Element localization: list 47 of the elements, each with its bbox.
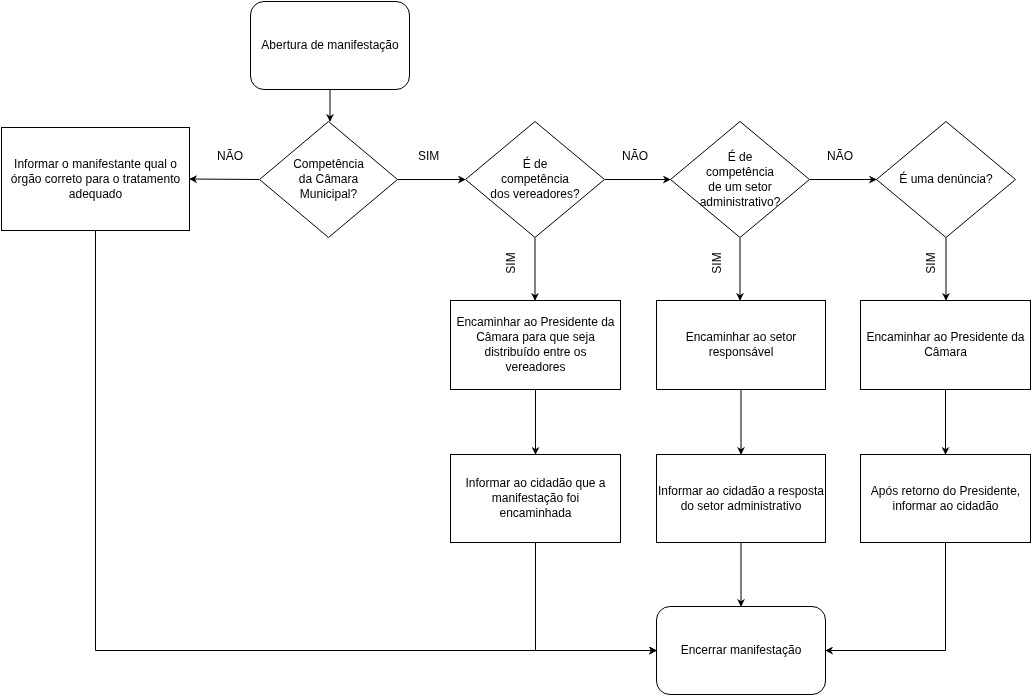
node-text: Informar ao cidadão que a manifestação foi encaminhada: [464, 476, 607, 521]
node-text: É de competência dos vereadores?: [490, 157, 580, 202]
arrow: [736, 237, 744, 301]
arrow: [737, 542, 745, 607]
terminal-box: [250, 1, 410, 90]
edge-label: SIM: [709, 252, 724, 274]
decision-diamond: [465, 121, 605, 238]
arrow: [737, 389, 745, 455]
arrow: [531, 237, 539, 301]
arrow: [604, 175, 671, 184]
arrow: [326, 89, 334, 122]
process-box: [656, 454, 826, 543]
node-text: Após retorno do Presidente, informar ao cidadão: [869, 483, 1022, 514]
node-text: Informar o manifestante qual o órgão correto para o tratamento adequado: [9, 156, 182, 202]
node-text: Competência da Câmara Municipal?: [292, 157, 365, 202]
node-text: É uma denúncia?: [898, 172, 994, 187]
process-box: [860, 454, 1031, 543]
edge-label: NÃO: [217, 149, 243, 163]
node-text: Encerrar manifestação: [679, 643, 803, 658]
edge-label: SIM: [418, 149, 440, 163]
node-text: É de competência de um setor administrativo?: [698, 149, 782, 210]
process-box: [656, 300, 826, 390]
decision-diamond: [876, 121, 1016, 238]
arrow: [397, 175, 466, 184]
edge-label: NÃO: [622, 149, 648, 163]
decision-diamond: [670, 121, 810, 238]
arrow: [825, 542, 946, 655]
process-box: [450, 300, 621, 390]
node-text: Encaminhar ao Presidente da Câmara: [865, 330, 1026, 360]
node-text: Encaminhar ao Presidente da Câmara para que seja distribuído entre os vereadores: [455, 315, 616, 375]
arrow: [535, 542, 657, 655]
arrow: [809, 175, 877, 184]
node-text: Informar ao cidadão a resposta do setor administrativo: [657, 483, 825, 514]
decision-diamond: [259, 121, 398, 238]
process-box: [860, 300, 1031, 390]
terminal-box: [656, 606, 826, 695]
edge-label: SIM: [923, 252, 938, 274]
edge-label: NÃO: [827, 149, 853, 163]
arrow: [189, 175, 260, 184]
arrow: [531, 389, 540, 455]
process-box: [1, 127, 190, 231]
edge-label: SIM: [503, 252, 518, 274]
process-box: [450, 454, 621, 543]
arrow: [941, 389, 950, 455]
arrow: [942, 237, 950, 301]
node-text: Encaminhar ao setor responsável: [684, 330, 798, 360]
node-text: Abertura de manifestação: [260, 38, 400, 53]
